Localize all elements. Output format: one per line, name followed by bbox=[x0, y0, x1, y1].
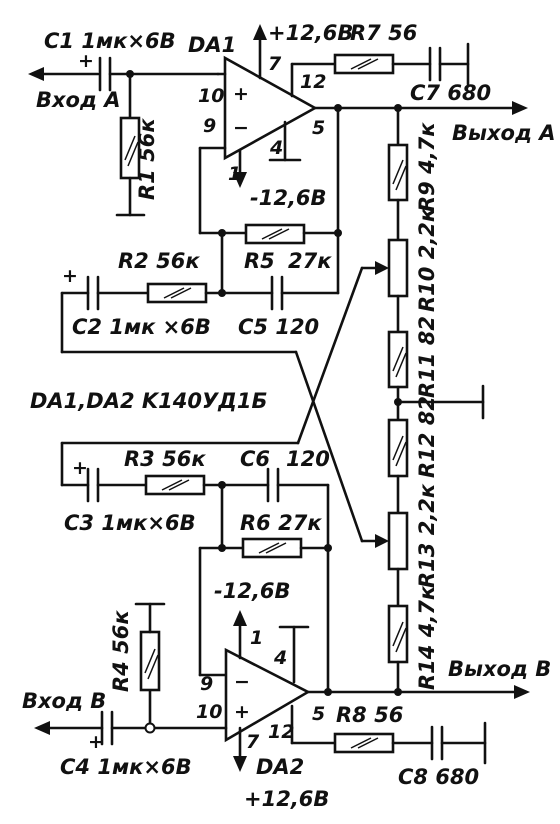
label-da1: DA1 bbox=[188, 33, 236, 57]
pin-da1-4: 4 bbox=[269, 137, 283, 159]
resistor-r13 bbox=[387, 511, 409, 571]
label-da2-supply-neg: -12,6В bbox=[214, 579, 291, 603]
input-b-arrow bbox=[34, 721, 50, 735]
label-c6-value: 120 bbox=[286, 447, 330, 471]
label-c8: С8 680 bbox=[398, 765, 479, 789]
label-output-b: Выход В bbox=[448, 657, 551, 681]
resistor-r1 bbox=[119, 116, 141, 180]
opamp-da2 bbox=[224, 647, 311, 743]
resistor-r11 bbox=[387, 330, 409, 389]
capacitor-c6 bbox=[266, 467, 280, 503]
label-c1: С1 1мк×6В bbox=[44, 29, 176, 53]
input-a-terminal bbox=[28, 67, 100, 81]
pin-da1-12: 12 bbox=[300, 71, 326, 93]
da1-noninverting-sign: + bbox=[233, 83, 249, 105]
label-r1: R1 56к bbox=[135, 118, 159, 200]
pin-da2-1: 1 bbox=[250, 627, 263, 649]
label-input-b: Вход В bbox=[22, 689, 106, 713]
pin-da2-4: 4 bbox=[273, 647, 287, 669]
label-r10: R10 2,2к bbox=[415, 207, 439, 312]
resistor-r10 bbox=[387, 238, 409, 298]
capacitor-c5 bbox=[270, 275, 284, 311]
label-r5-name: R5 bbox=[244, 249, 275, 273]
label-opamp-note: DA1,DA2 K140УД1Б bbox=[30, 389, 268, 413]
label-r6: R6 27к bbox=[240, 511, 322, 535]
label-r4: R4 56к bbox=[109, 610, 133, 692]
resistor-r14 bbox=[387, 604, 409, 664]
polarity-c4: + bbox=[88, 731, 104, 753]
pin-da1-10: 10 bbox=[198, 85, 224, 107]
pin-da1-9: 9 bbox=[203, 115, 216, 137]
capacitor-c3 bbox=[86, 467, 100, 503]
polarity-c3: + bbox=[72, 457, 88, 479]
label-r14: R14 4,7к bbox=[415, 585, 439, 690]
label-c7: С7 680 bbox=[410, 81, 491, 105]
pin-da2-5: 5 bbox=[312, 703, 325, 725]
label-r9: R9 4,7к bbox=[415, 122, 439, 212]
resistor-r12 bbox=[387, 418, 409, 478]
output-a-arrow bbox=[512, 101, 528, 115]
pin-da1-7: 7 bbox=[268, 53, 282, 75]
label-r8: R8 56 bbox=[336, 703, 403, 727]
label-c5: С5 120 bbox=[238, 315, 319, 339]
label-r5-value: 27к bbox=[288, 249, 332, 273]
resistor-r7 bbox=[333, 53, 395, 75]
r10-wiper-arrow bbox=[375, 261, 389, 275]
resistor-r4 bbox=[139, 630, 161, 692]
polarity-c1: + bbox=[78, 50, 94, 72]
label-da2: DA2 bbox=[256, 755, 304, 779]
resistor-r8 bbox=[333, 732, 395, 754]
label-da1-supply-neg: -12,6В bbox=[250, 186, 327, 210]
pin-da1-5: 5 bbox=[312, 117, 325, 139]
label-da1-supply-pos: +12,6В bbox=[268, 21, 353, 45]
label-r13: R13 2,2к bbox=[415, 483, 439, 588]
label-r7: R7 56 bbox=[350, 21, 417, 45]
capacitor-c2 bbox=[86, 275, 100, 311]
pin-da2-12: 12 bbox=[268, 721, 294, 743]
label-c3: С3 1мк×6В bbox=[64, 511, 196, 535]
capacitor-c8 bbox=[430, 725, 444, 761]
label-r11: R11 82 bbox=[415, 316, 439, 398]
resistor-r9 bbox=[387, 143, 409, 202]
label-output-a: Выход А bbox=[452, 121, 556, 145]
resistor-r6 bbox=[241, 537, 303, 559]
da2-noninverting-sign: + bbox=[234, 701, 250, 723]
opamp-da1 bbox=[223, 55, 318, 161]
pin-da1-1: 1 bbox=[228, 163, 241, 185]
da1-inverting-sign: − bbox=[233, 117, 249, 139]
label-c4: С4 1мк×6В bbox=[60, 755, 192, 779]
pin-da2-10: 10 bbox=[196, 701, 222, 723]
output-b-arrow bbox=[514, 685, 530, 699]
da2-inverting-sign: − bbox=[234, 671, 250, 693]
pin-da2-9: 9 bbox=[200, 673, 213, 695]
label-r12: R12 82 bbox=[415, 396, 439, 478]
label-c6-name: С6 bbox=[240, 447, 270, 471]
resistor-r3 bbox=[144, 474, 206, 496]
resistor-r5 bbox=[244, 223, 306, 245]
label-da2-supply-pos: +12,6В bbox=[244, 787, 329, 811]
resistor-r2 bbox=[146, 282, 208, 304]
label-r3: R3 56к bbox=[124, 447, 206, 471]
label-c2: С2 1мк ×6В bbox=[72, 315, 211, 339]
pin-da2-7: 7 bbox=[246, 731, 260, 753]
polarity-c2: + bbox=[62, 265, 78, 287]
label-r2: R2 56к bbox=[118, 249, 200, 273]
label-input-a: Вход А bbox=[36, 88, 121, 112]
capacitor-c7 bbox=[428, 46, 442, 82]
r13-wiper-arrow bbox=[375, 534, 389, 548]
